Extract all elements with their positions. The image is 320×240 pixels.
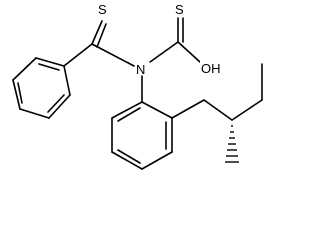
structure-diagram: S S N OH — [12, 2, 263, 170]
aryl-ring — [111, 101, 173, 170]
phenyl-ring — [12, 57, 71, 119]
molecule-drawing: S S N OH — [12, 2, 263, 170]
sulfur-label-2: S — [175, 2, 184, 17]
thiocarbonyl-group — [63, 20, 135, 67]
thioacid-group — [149, 17, 201, 63]
hydroxyl-label: OH — [201, 61, 221, 76]
sulfur-label-1: S — [98, 2, 107, 17]
methylbutyl-chain — [171, 63, 263, 121]
nitrogen-label: N — [136, 62, 145, 77]
hashed-wedge-bond — [225, 125, 239, 163]
